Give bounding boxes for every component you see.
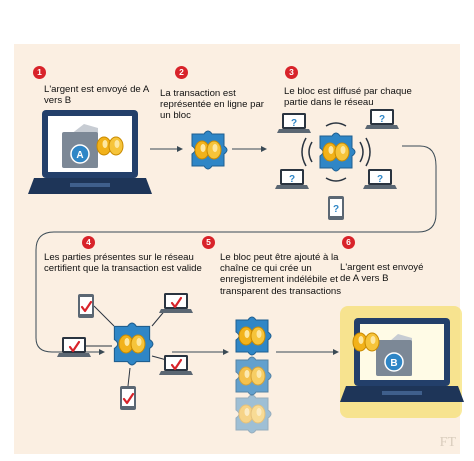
- wallet-b-icon: B: [352, 332, 412, 376]
- step-number-badge: 4: [82, 236, 95, 249]
- validated-block-icon: [113, 322, 154, 366]
- step-number-badge: 3: [285, 66, 298, 79]
- step-number-badge: 2: [175, 66, 188, 79]
- step-5-text: Le bloc peut être ajouté à la chaîne ce …: [220, 252, 342, 297]
- wallet-a-icon: A: [62, 124, 124, 168]
- step-3-text: Le bloc est diffusé par chaque partie da…: [284, 86, 412, 109]
- step-1-text: L'argent est envoyé de A vers B: [44, 84, 149, 107]
- validator-phone-icon: [120, 386, 136, 410]
- step-2-text: La transaction est représentée en ligne …: [160, 88, 265, 122]
- block-icon: [191, 130, 228, 170]
- checkmark-icon: [68, 296, 183, 405]
- validator-laptop-icon: [57, 337, 91, 357]
- question-mark: ?: [291, 118, 297, 129]
- svg-text:B: B: [390, 358, 397, 369]
- question-mark: ?: [333, 204, 339, 215]
- step-number-badge: 1: [33, 66, 46, 79]
- step-number-badge: 6: [342, 236, 355, 249]
- blockchain-icon: [235, 316, 272, 434]
- question-mark: ?: [377, 174, 383, 185]
- validator-laptop-icon: [159, 355, 193, 375]
- broadcast-waves-icon: [301, 122, 371, 182]
- validator-laptop-icon: [159, 293, 193, 313]
- step-6-text: L'argent est envoyé de A vers B: [340, 262, 424, 285]
- question-mark: ?: [289, 174, 295, 185]
- validator-phone-icon: [78, 294, 94, 318]
- step-4-text: Les parties présentes sur le réseau cert…: [44, 252, 202, 275]
- ft-logo: FT: [439, 435, 456, 450]
- question-mark: ?: [379, 114, 385, 125]
- broadcast-block-icon: [319, 132, 356, 172]
- flow-connector-3-4: [35, 145, 437, 355]
- step-number-badge: 5: [202, 236, 215, 249]
- svg-text:A: A: [76, 150, 83, 161]
